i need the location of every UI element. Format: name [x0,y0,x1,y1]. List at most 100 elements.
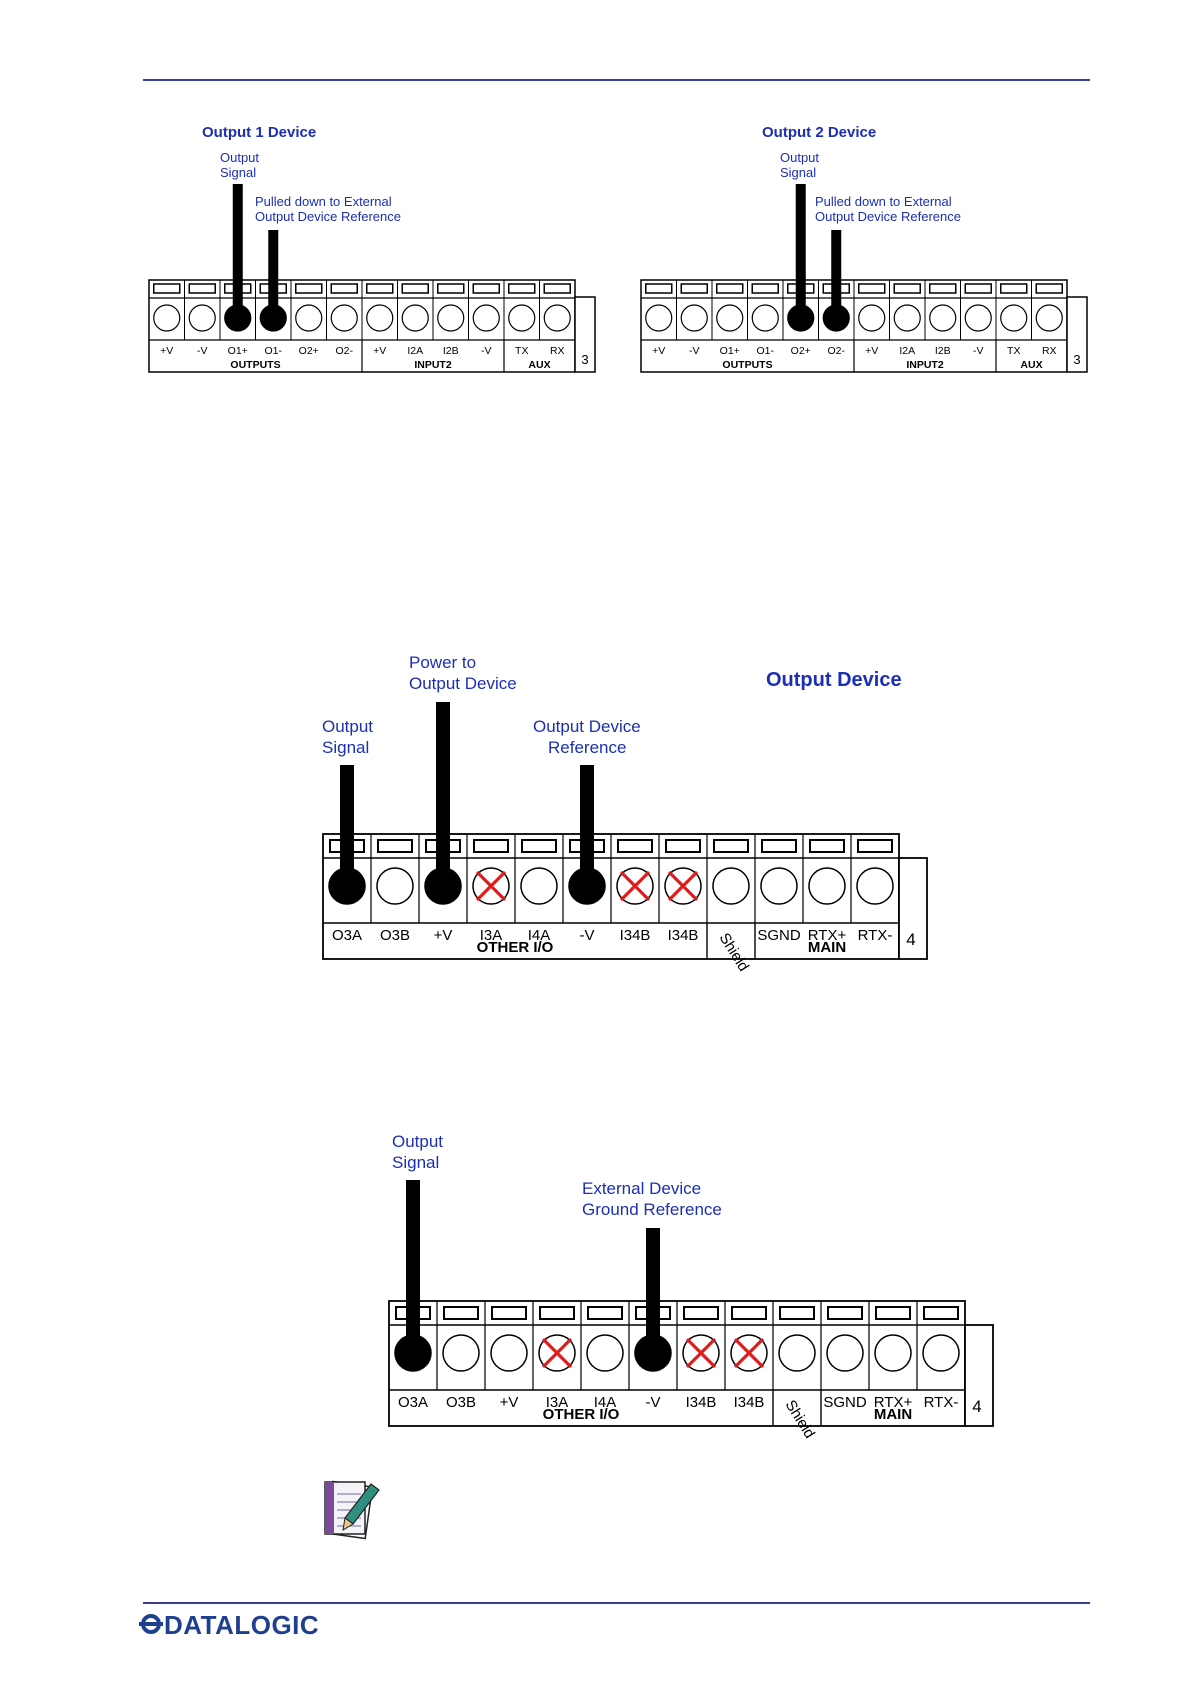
terminal-slot [964,283,992,294]
power-label: Power to [409,653,476,672]
unused-cross-icon [685,1337,717,1369]
terminal-slot [188,283,216,294]
terminal-screw [751,304,779,332]
terminal-slot [377,839,413,853]
terminal-slot [680,283,708,294]
terminal-screw [366,304,394,332]
device-title: Output Device [766,669,902,691]
terminal-label: O2- [335,345,353,357]
terminal-screw [376,867,414,905]
terminal-label: O2+ [299,345,319,357]
reference-label: Output Device [533,717,641,736]
block-number: 3 [1073,352,1080,367]
terminal-label: I34B [734,1394,765,1411]
terminal-label: RTX- [858,927,893,944]
terminal-screw [520,867,558,905]
reference-label: Pulled down to External [815,194,952,209]
datalogic-logo: DATALOGIC [139,1610,319,1640]
terminal-label: I34B [668,927,699,944]
terminal-slot [761,839,797,853]
terminal-screw [716,304,744,332]
terminal-label: O3B [380,927,410,944]
unused-cross-icon [475,870,507,902]
reference-wire [831,230,842,318]
terminal-slot [295,283,323,294]
terminal-screw [401,304,429,332]
terminal-label: RTX+ [874,1394,913,1411]
device-title: Output 1 Device [202,124,316,141]
terminal-screw [1035,304,1063,332]
terminal-label: I3A [546,1394,569,1411]
power-label: Output Device [409,674,517,693]
block-number: 3 [581,352,588,367]
terminal-screw [645,304,673,332]
terminal-slot [443,1306,479,1320]
terminal-label: -V [197,345,208,357]
terminal-label: -V [689,345,700,357]
terminal-label: I2B [443,345,459,357]
terminal-label: I34B [686,1394,717,1411]
group-label: OUTPUTS [722,359,772,371]
terminal-label: O3B [446,1394,476,1411]
terminal-slot [827,1306,863,1320]
terminal-label: TX [1007,345,1020,357]
unused-cross-icon [541,1337,573,1369]
terminal-slot [751,283,779,294]
terminal-label: I2A [407,345,423,357]
terminal-label: O3A [332,927,362,944]
terminal-screw [442,1334,480,1372]
terminal-screw [1000,304,1028,332]
terminal-label: O2+ [791,345,811,357]
terminal-slot [731,1306,767,1320]
terminal-slot [153,283,181,294]
terminal-screw [826,1334,864,1372]
terminal-screw [856,867,894,905]
terminal-slot [645,283,673,294]
reference-label: Ground Reference [582,1200,722,1219]
output-signal-label: Signal [780,165,816,180]
group-label: AUX [528,359,550,371]
output-signal-wire [406,1180,420,1353]
terminal-block-end [574,296,596,373]
terminal-label: I2B [935,345,951,357]
terminal-label: O1- [756,345,774,357]
terminal-slot [713,839,749,853]
terminal-label: I4A [528,927,551,944]
terminal-slot [665,839,701,853]
terminal-label: TX [515,345,528,357]
unused-cross-icon [619,870,651,902]
group-label: OUTPUTS [230,359,280,371]
terminal-block-end [898,857,928,960]
terminal-slot [539,1306,575,1320]
terminal-label: +V [500,1394,519,1411]
terminal-screw [893,304,921,332]
terminal-slot [1000,283,1028,294]
logo-text: DATALOGIC [164,1610,319,1640]
terminal-slot [858,283,886,294]
terminal-label: -V [973,345,984,357]
terminal-screw [153,304,181,332]
terminal-slot [401,283,429,294]
terminal-screw [295,304,323,332]
terminal-block-end [1066,296,1088,373]
terminal-label: O1- [264,345,282,357]
terminal-slot [617,839,653,853]
reference-label: External Device [582,1179,701,1198]
terminal-label: O2- [827,345,845,357]
terminal-slot [809,839,845,853]
terminal-block-end [964,1324,994,1427]
terminal-screw [680,304,708,332]
output-signal-label: Signal [220,165,256,180]
reference-wire [580,765,594,886]
terminal-slot [437,283,465,294]
reference-wire [268,230,279,318]
output-signal-label: Output [220,150,259,165]
terminal-label: I34B [620,927,651,944]
terminal-label: RX [1042,345,1057,357]
group-label: AUX [1020,359,1042,371]
terminal-screw [929,304,957,332]
terminal-slot [472,283,500,294]
group-label: INPUT2 [414,359,452,371]
